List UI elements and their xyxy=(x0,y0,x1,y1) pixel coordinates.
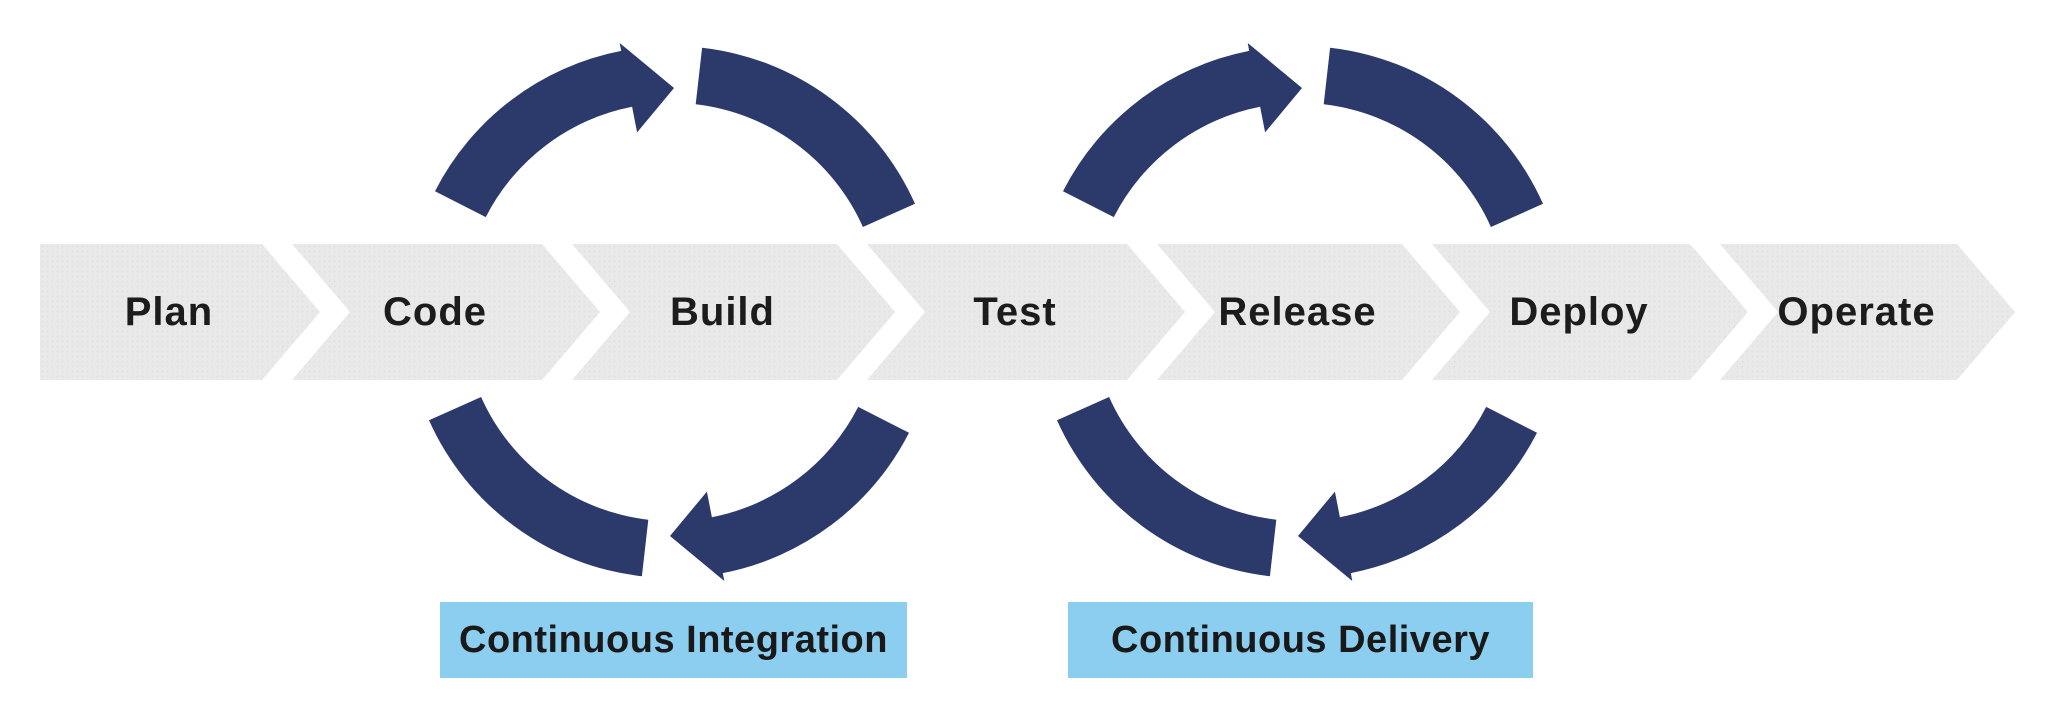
continuous-delivery-label: Continuous Delivery xyxy=(1068,602,1533,678)
stage-label: Release xyxy=(1218,289,1377,334)
cycle-arc xyxy=(429,397,649,577)
stage-label: Plan xyxy=(124,289,214,334)
continuous-integration-text: Continuous Integration xyxy=(459,618,888,661)
cycle-arc xyxy=(1323,47,1543,228)
pipeline-stage-operate: Operate xyxy=(1720,244,2015,380)
cycle-arc xyxy=(695,47,915,228)
cycle-arc xyxy=(1057,397,1277,577)
cycle-arc-arrowhead xyxy=(1298,406,1537,581)
pipeline-stage-deploy: Deploy xyxy=(1432,244,1748,380)
continuous-delivery-text: Continuous Delivery xyxy=(1111,618,1490,661)
stage-label: Test xyxy=(973,289,1057,334)
stage-label: Deploy xyxy=(1509,289,1649,334)
pipeline-stage-code: Code xyxy=(292,244,600,380)
cd-cycle-arrows-icon xyxy=(1057,43,1543,581)
pipeline-stage-build: Build xyxy=(572,244,895,380)
stage-label: Build xyxy=(670,289,775,334)
cycle-arc-arrowhead xyxy=(670,406,909,581)
continuous-integration-label: Continuous Integration xyxy=(440,602,907,678)
cycle-arc-arrowhead xyxy=(435,43,674,218)
stage-label: Code xyxy=(383,289,487,334)
ci-cycle-arrows-icon xyxy=(429,43,915,581)
pipeline-stage-release: Release xyxy=(1157,244,1460,380)
stage-label: Operate xyxy=(1777,289,1936,334)
pipeline-stage-plan: Plan xyxy=(40,244,320,380)
pipeline-band: Plan Code Build Test Release Deploy Oper… xyxy=(40,244,2015,380)
pipeline-stage-test: Test xyxy=(867,244,1185,380)
cycle-arc-arrowhead xyxy=(1063,43,1302,218)
